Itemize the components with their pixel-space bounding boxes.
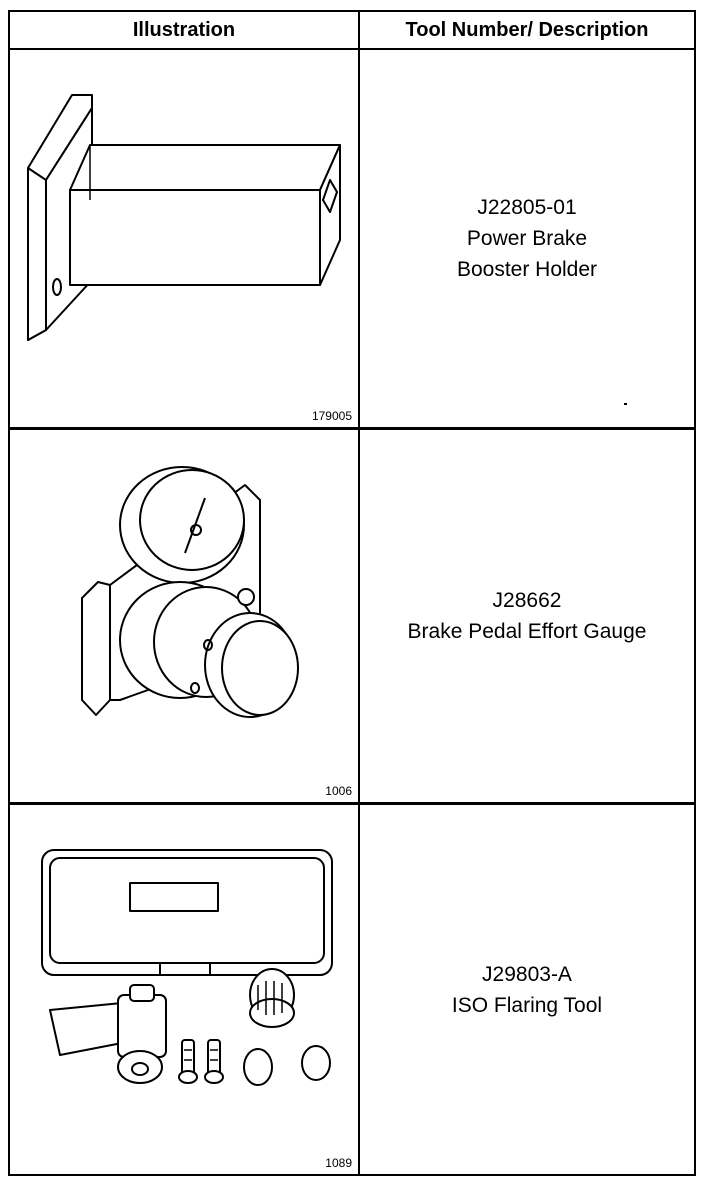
flaring-tool-kit-drawing bbox=[10, 805, 358, 1174]
figure-number: 1089 bbox=[325, 1156, 352, 1170]
scan-speck bbox=[624, 403, 627, 405]
description-cell: J29803-A ISO Flaring Tool bbox=[360, 805, 694, 1174]
tool-description-line1: Power Brake bbox=[466, 227, 588, 250]
header-description: Tool Number/ Description bbox=[405, 19, 649, 41]
description-cell: J22805-01 Power Brake Booster Holder bbox=[360, 50, 694, 427]
illustration-cell: 1006 bbox=[10, 430, 360, 802]
table-row: 179005 J22805-01 Power Brake Booster Hol… bbox=[10, 50, 694, 430]
header-illustration: Illustration bbox=[10, 12, 360, 48]
illustration-cell: 179005 bbox=[10, 50, 360, 427]
table-header: Illustration Tool Number/ Description bbox=[10, 12, 694, 50]
table-row: 1006 J28662 Brake Pedal Effort Gauge bbox=[10, 430, 694, 805]
table-row: 1089 J29803-A ISO Flaring Tool bbox=[10, 805, 694, 1174]
figure-number: 1006 bbox=[325, 784, 352, 798]
tool-description-line1: Brake Pedal Effort Gauge bbox=[407, 620, 647, 643]
tool-description-line2: Booster Holder bbox=[456, 258, 598, 281]
tool-number: J29803-A bbox=[482, 962, 572, 986]
tool-number: J28662 bbox=[492, 589, 562, 612]
tool-description-line1: ISO Flaring Tool bbox=[451, 993, 603, 1017]
booster-holder-drawing bbox=[10, 50, 358, 427]
tool-number: J22805-01 bbox=[477, 196, 577, 219]
description-cell: J28662 Brake Pedal Effort Gauge bbox=[360, 430, 694, 802]
illustration-cell: 1089 bbox=[10, 805, 360, 1174]
effort-gauge-drawing bbox=[10, 430, 358, 802]
tool-table: Illustration Tool Number/ Description bbox=[8, 10, 696, 1176]
figure-number: 179005 bbox=[311, 409, 352, 423]
